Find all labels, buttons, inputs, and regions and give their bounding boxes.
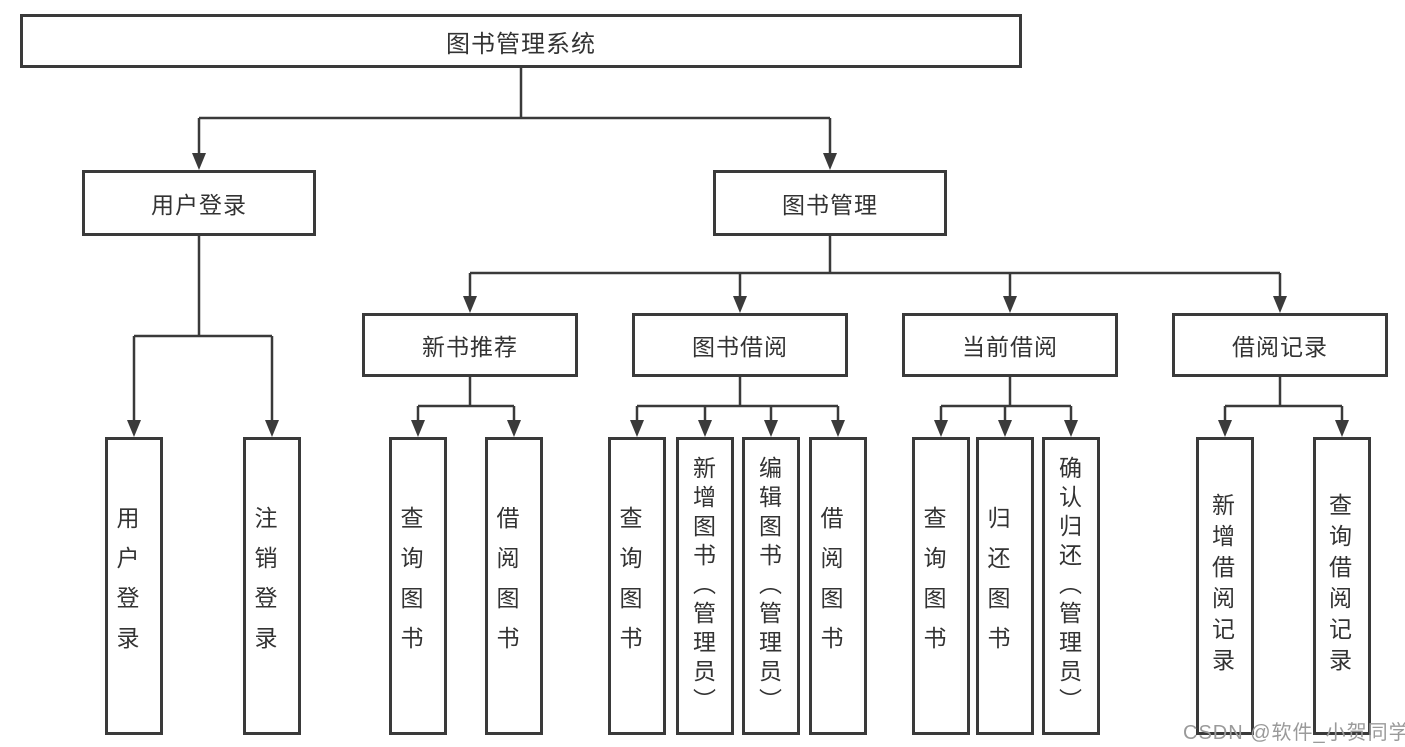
node-root-system: 图书管理系统: [20, 14, 1022, 68]
node-borrow-records: 借阅记录: [1172, 313, 1388, 377]
leaf-query-books-2-label: 查询图书: [616, 506, 642, 666]
leaf-user-login: 用户登录: [105, 437, 163, 735]
node-book-management: 图书管理: [713, 170, 947, 236]
connector-new-book-children: [416, 377, 516, 421]
leaf-logout-label: 注销登录: [251, 506, 277, 666]
leaf-return-book-label: 归还图书: [984, 506, 1010, 666]
leaf-query-books-1-label: 查询图书: [397, 506, 423, 666]
connector-current-borrow-children: [939, 377, 1073, 421]
leaf-borrow-books-1: 借阅图书: [485, 437, 543, 735]
connector-user-login-children: [132, 236, 274, 421]
leaf-query-books-3: 查询图书: [912, 437, 970, 735]
leaf-add-book-admin: 新增图书（管理员）: [676, 437, 734, 735]
leaf-add-borrow-record-label: 新增借阅记录: [1208, 493, 1235, 679]
leaf-return-book: 归还图书: [976, 437, 1034, 735]
node-user-login: 用户登录: [82, 170, 316, 236]
leaf-confirm-return-admin: 确认归还（管理员）: [1042, 437, 1100, 735]
leaf-logout: 注销登录: [243, 437, 301, 735]
leaf-query-books-2: 查询图书: [608, 437, 666, 735]
node-new-book-recommend: 新书推荐: [362, 313, 578, 377]
connector-book-borrow-children: [635, 377, 840, 421]
leaf-user-login-label: 用户登录: [113, 506, 139, 666]
node-current-borrow: 当前借阅: [902, 313, 1118, 377]
watermark: CSDN @软件_小贺同学: [1183, 722, 1405, 744]
node-book-borrow: 图书借阅: [632, 313, 848, 377]
leaf-add-borrow-record: 新增借阅记录: [1196, 437, 1254, 735]
node-borrow-records-label: 借阅记录: [1232, 334, 1328, 360]
connector-root-to-level2: [197, 68, 832, 154]
node-new-book-recommend-label: 新书推荐: [422, 334, 518, 360]
leaf-query-borrow-record-label: 查询借阅记录: [1325, 493, 1352, 679]
leaf-query-books-1: 查询图书: [389, 437, 447, 735]
leaf-add-book-admin-label: 新增图书（管理员）: [689, 455, 716, 717]
node-current-borrow-label: 当前借阅: [962, 334, 1058, 360]
leaf-confirm-return-admin-label: 确认归还（管理员）: [1055, 455, 1082, 717]
leaf-borrow-books-2: 借阅图书: [809, 437, 867, 735]
leaf-borrow-books-1-label: 借阅图书: [493, 506, 519, 666]
leaf-query-borrow-record: 查询借阅记录: [1313, 437, 1371, 735]
leaf-borrow-books-2-label: 借阅图书: [817, 506, 843, 666]
node-user-login-label: 用户登录: [151, 192, 247, 218]
node-book-management-label: 图书管理: [782, 192, 878, 218]
connector-borrow-records-children: [1223, 377, 1344, 421]
node-book-borrow-label: 图书借阅: [692, 334, 788, 360]
leaf-edit-book-admin-label: 编辑图书（管理员）: [755, 455, 782, 717]
connector-book-management-children: [468, 236, 1282, 297]
node-root-label: 图书管理系统: [446, 30, 596, 58]
leaf-edit-book-admin: 编辑图书（管理员）: [742, 437, 800, 735]
leaf-query-books-3-label: 查询图书: [920, 506, 946, 666]
